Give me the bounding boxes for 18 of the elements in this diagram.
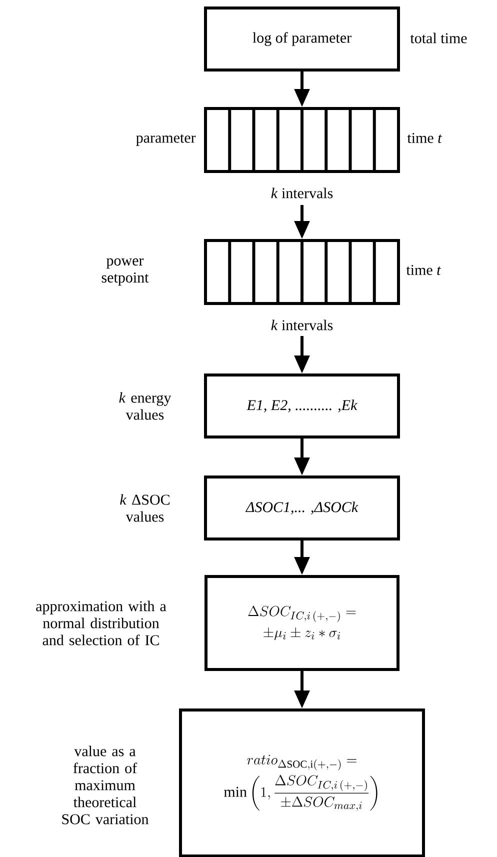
side-label: k intervals [271, 188, 333, 198]
side-label: parameter [136, 134, 196, 146]
side-label: time t [407, 132, 442, 144]
process-box: ΔSOC1,... ,ΔSOCk [204, 476, 400, 540]
formula-box: $\Delta SOC_{IC,i\,(+,-)} =$ $\pm\mu_i \pm z_i * \sigma_i$ [204, 575, 400, 671]
side-label: value as a fraction of maximum theoretical SOC variation [62, 746, 149, 824]
side-label: power setpoint [102, 258, 149, 286]
process-box: E1, E2, .......... ,Ek [204, 374, 400, 438]
side-label: time t [406, 264, 442, 276]
side-label: k ΔSOC values [120, 494, 170, 522]
side-label: total time [410, 32, 467, 44]
process-box: log of parameter [204, 6, 400, 72]
side-label: approximation with a normal distribution and selection of IC [36, 600, 166, 646]
side-label: k energy values [119, 392, 172, 420]
interval-bar [204, 239, 400, 305]
formula-box: $ratio_{\Delta\mathrm{SOC,i(+,-)}} =$ $\min\left(1,\frac{\Delta SOC_{IC,i\,(+,-)}}{\pm\Delta SOC_{max,i}}\right)$ [179, 708, 425, 857]
interval-bar [204, 107, 400, 173]
side-label: k intervals [271, 320, 333, 330]
